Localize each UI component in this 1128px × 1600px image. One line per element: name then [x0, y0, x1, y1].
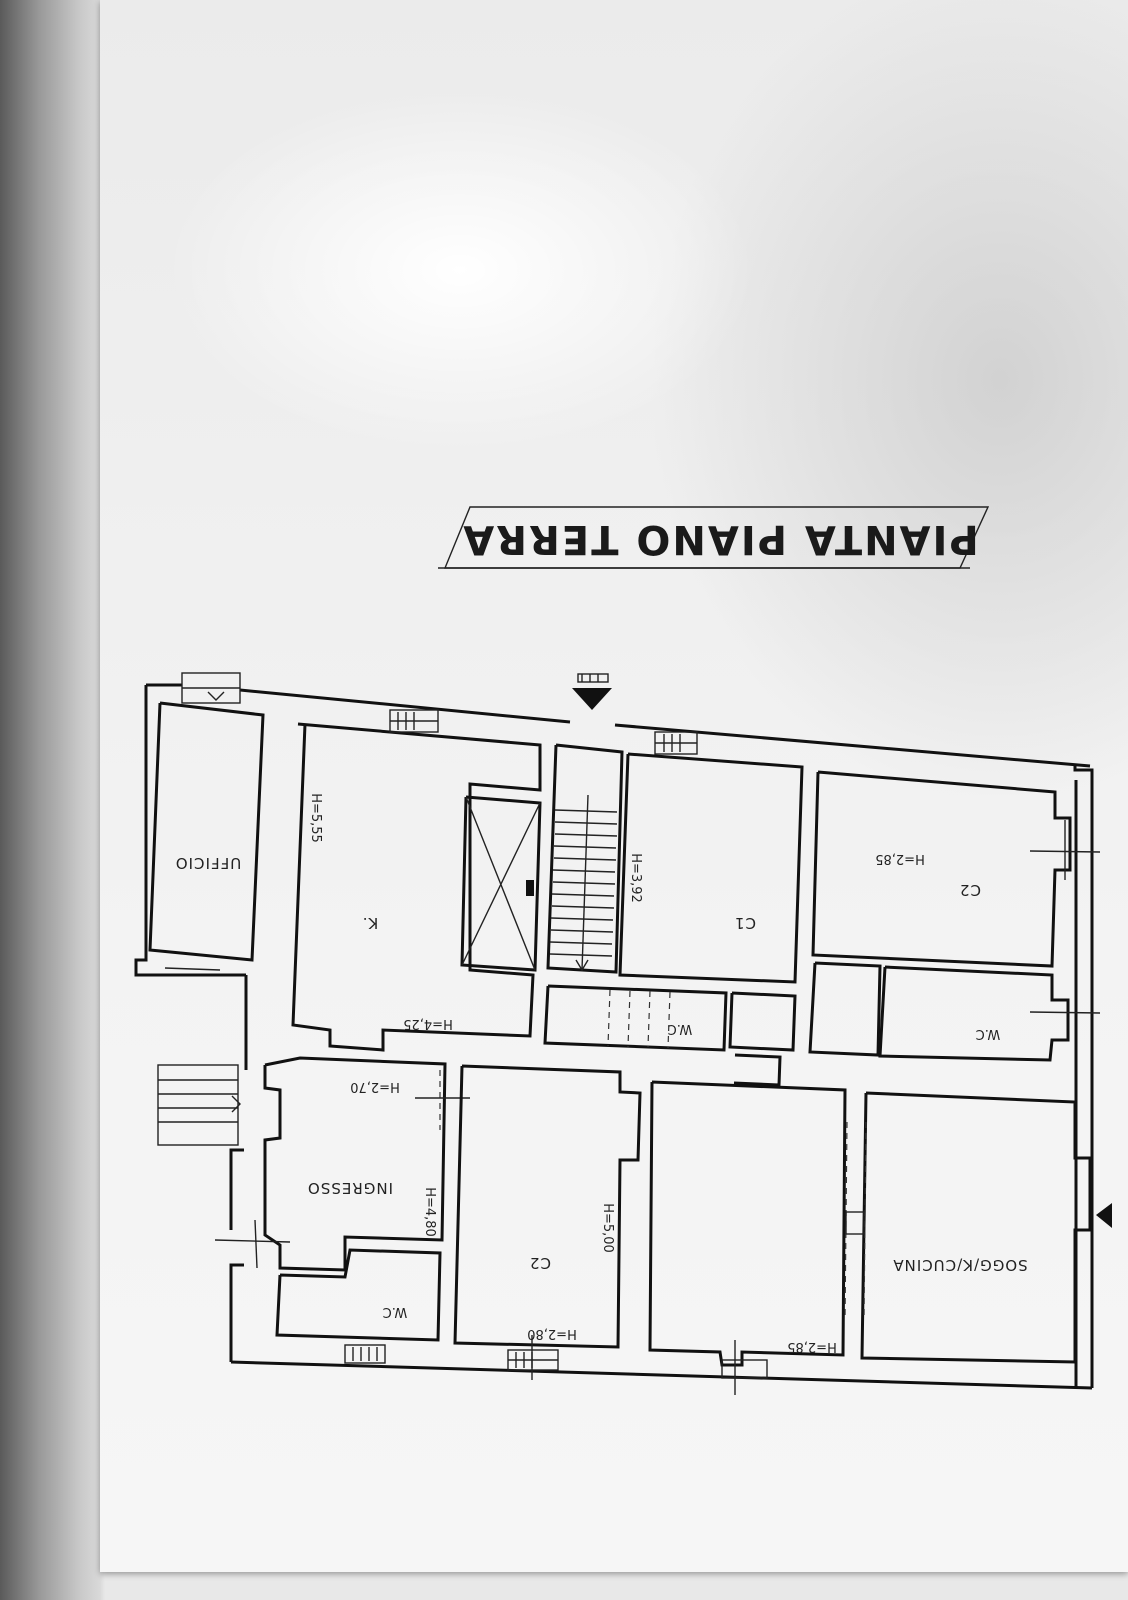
staircase [546, 743, 624, 974]
height-2-80: H=2,80 [527, 1326, 577, 1341]
label-ingresso: INGRESSO [307, 1179, 393, 1197]
corridor [728, 991, 797, 1087]
label-c2-top: C2 [959, 881, 981, 899]
label-wc-top: W.C [976, 1026, 1001, 1041]
stair-direction-icon [575, 959, 589, 972]
label-ufficio: UFFICIO [175, 854, 241, 872]
height-5-55: H=5,55 [308, 793, 323, 843]
paper-sheet [100, 0, 1128, 1572]
height-3-92: H=3,92 [628, 853, 643, 903]
height-5-00: H=5,00 [600, 1203, 615, 1253]
room-ufficio: UFFICIO [148, 672, 265, 971]
height-2-70: H=2,70 [350, 1079, 400, 1094]
height-2-85-top: H=2,85 [875, 851, 925, 866]
arrow-down-icon [572, 688, 612, 710]
room-kitchen: K. H=5,55 H=4,25 [291, 709, 542, 1052]
arrow-left-icon [1096, 1203, 1112, 1228]
entrance-steps [157, 1064, 239, 1146]
room-c2-bottom: C2 H=5,00 H=2,80 [453, 1064, 642, 1380]
room-c2-top: C2 H=2,85 [811, 770, 1101, 968]
label-soggiorno: SOGG/K/CUCINA [892, 1256, 1027, 1274]
room-c1: C1 H=3,92 [618, 731, 804, 984]
label-wc-middle: W.C [668, 1021, 693, 1036]
title-block: PIANTA PIANO TERRA [438, 506, 990, 569]
label-c2-bottom: C2 [529, 1254, 551, 1272]
stair-void [460, 795, 542, 972]
room-soggiorno: SOGG/K/CUCINA H=2,85 [648, 1080, 1112, 1395]
room-wc-bottom: W.C [214, 1219, 442, 1364]
entrance-arrow-top [572, 673, 612, 710]
room-wc-middle: W.C [543, 984, 728, 1052]
height-2-85-bottom: H=2,85 [787, 1339, 837, 1354]
label-c1: C1 [734, 914, 756, 932]
height-4-80: H=4,80 [422, 1187, 437, 1237]
label-wc-bottom: W.C [383, 1304, 408, 1319]
room-wc-top: W.C [808, 961, 1101, 1062]
height-4-25: H=4,25 [403, 1016, 453, 1031]
label-kitchen: K. [362, 914, 379, 932]
plan-title: PIANTA PIANO TERRA [461, 516, 978, 562]
room-ingresso: INGRESSO H=2,70 H=4,80 [157, 1056, 470, 1272]
